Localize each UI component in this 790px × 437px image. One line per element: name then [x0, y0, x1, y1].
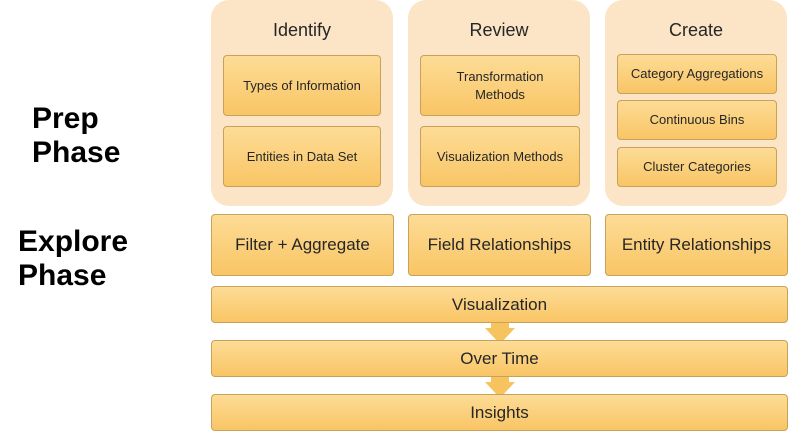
entities-in-data-set-box: Entities in Data Set	[223, 126, 381, 187]
field-relationships-box: Field Relationships	[408, 214, 591, 276]
review-panel-title: Review	[469, 20, 529, 40]
arrow-stem-2	[491, 376, 509, 384]
filter-aggregate-box: Filter + Aggregate	[211, 214, 394, 276]
category-aggregations-box: Category Aggregations	[617, 54, 777, 94]
over-time-bar: Over Time	[211, 340, 788, 377]
transformation-methods-box: Transformation Methods	[420, 55, 580, 116]
prep-phase-label: Prep Phase	[32, 102, 120, 170]
types-of-information-box: Types of Information	[223, 55, 381, 116]
identify-panel-title: Identify	[272, 20, 332, 40]
create-panel-title: Create	[668, 20, 724, 40]
prep-phase-label-line2: Phase	[32, 136, 121, 169]
explore-phase-label: Explore Phase	[18, 225, 128, 293]
explore-phase-label-line1: Explore	[18, 225, 129, 258]
continuous-bins-box: Continuous Bins	[617, 100, 777, 140]
visualization-methods-box: Visualization Methods	[420, 126, 580, 187]
prep-phase-label-line1: Prep	[32, 102, 99, 135]
entity-relationships-box: Entity Relationships	[605, 214, 788, 276]
review-panel: Review Transformation Methods Visualizat…	[408, 0, 590, 206]
cluster-categories-box: Cluster Categories	[617, 147, 777, 187]
identify-panel: Identify Types of Information Entities i…	[211, 0, 393, 206]
arrow-stem-1	[491, 322, 509, 330]
visualization-bar: Visualization	[211, 286, 788, 323]
insights-bar: Insights	[211, 394, 788, 431]
create-panel: Create Category Aggregations Continuous …	[605, 0, 787, 206]
explore-phase-label-line2: Phase	[18, 259, 107, 292]
